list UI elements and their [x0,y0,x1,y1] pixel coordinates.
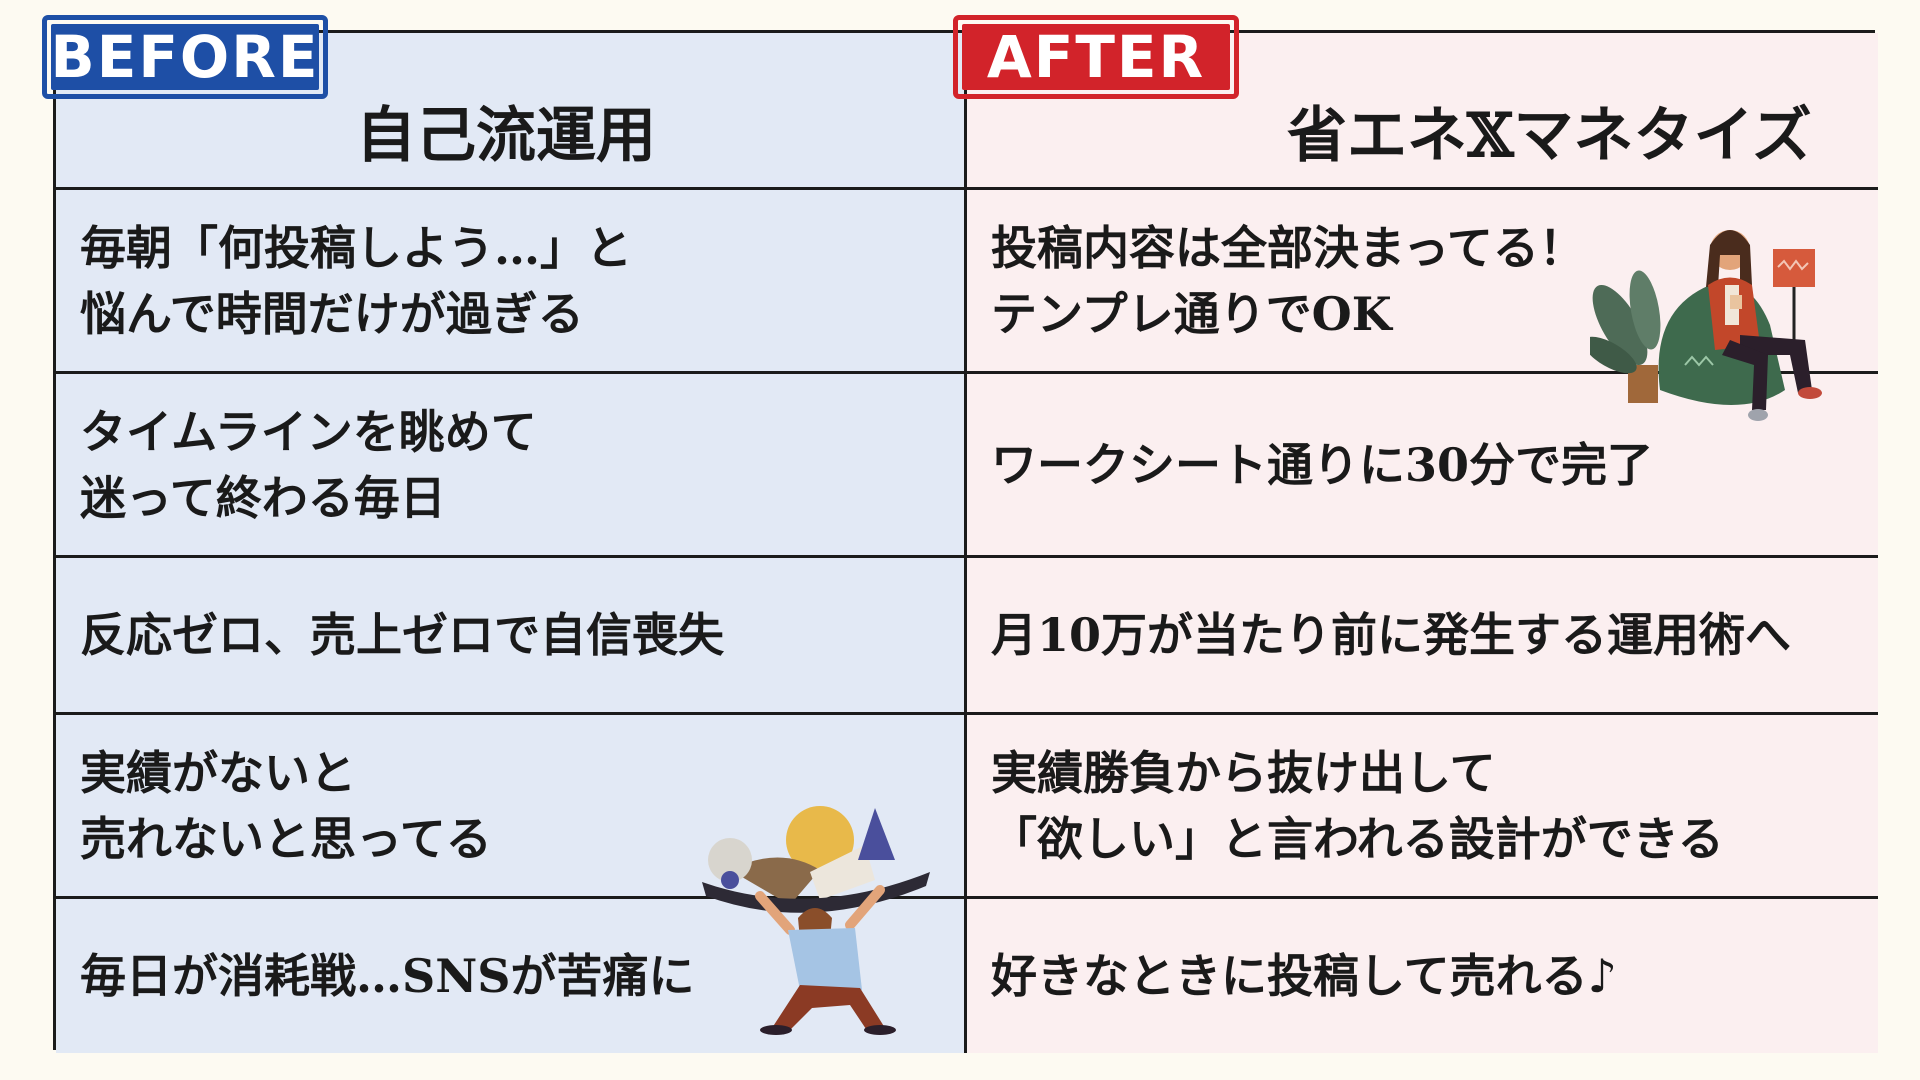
plant-icon [1590,270,1661,403]
after-cell-3: 月10万が当たり前に発生する運用術へ [967,558,1878,715]
after-line: テンプレ通りでOK [991,286,1392,341]
before-line: 迷って終わる毎日 [80,470,446,525]
before-cell-2: タイムラインを眺めて 迷って終わる毎日 [56,374,967,558]
before-header: BEFORE 自己流運用 [42,15,967,190]
lamp-icon [1773,249,1815,365]
after-cell-2: ワークシート通りに30分で完了 [967,374,1878,558]
after-line: 月10万が当たり前に発生する運用術へ [991,608,1792,662]
before-stamp: BEFORE [42,15,328,99]
before-title: 自己流運用 [356,101,656,171]
before-line: 実績がないと [80,745,356,800]
before-stamp-label: BEFORE [50,23,320,91]
burdened-woman-illustration [702,806,930,1035]
after-header: AFTER 省エネ𝕏マネタイズ [953,15,1878,190]
after-title: 省エネ𝕏マネタイズ [1287,101,1812,171]
before-line: 毎朝「何投稿しよう…」と [80,220,632,275]
before-cell-1: 毎朝「何投稿しよう…」と 悩んで時間だけが過ぎる [56,190,967,374]
before-line: 反応ゼロ、売上ゼロで自信喪失 [80,608,724,662]
after-line: 「欲しい」と言われる設計ができる [991,811,1724,866]
after-stamp-label: AFTER [962,24,1230,90]
before-line: 悩んで時間だけが過ぎる [80,286,584,341]
relaxed-woman-illustration [1590,230,1822,421]
after-cell-5: 好きなときに投稿して売れる♪ [967,899,1878,1053]
before-line: 売れないと思ってる [80,811,492,866]
after-line: 実績勝負から抜け出して [991,745,1496,800]
after-cell-4: 実績勝負から抜け出して 「欲しい」と言われる設計ができる [967,715,1878,899]
before-cell-3: 反応ゼロ、売上ゼロで自信喪失 [56,558,967,715]
after-stamp: AFTER [953,15,1239,99]
comparison-table: BEFORE 自己流運用 AFTER 省エネ𝕏マネタイズ 毎朝「何投稿しよう…」… [42,15,1878,1053]
after-line: ワークシート通りに30分で完了 [991,437,1654,492]
before-line: タイムラインを眺めて [80,404,537,459]
after-line: 好きなときに投稿して売れる♪ [991,949,1617,1003]
after-line: 投稿内容は全部決まってる！ [991,220,1585,275]
before-line: 毎日が消耗戦…SNSが苦痛に [80,949,695,1003]
